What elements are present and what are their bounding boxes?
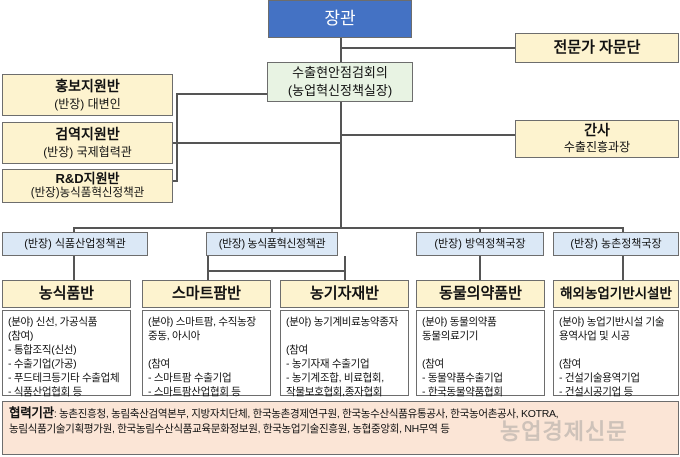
team-title-agri-materials: 농기자재반	[280, 280, 409, 308]
connector-left-spine	[176, 93, 178, 181]
connector-leader-2-split	[207, 270, 345, 272]
rnd-team-box: R&D지원반 (반장)농식품혁신정책관	[2, 169, 173, 203]
secretary-box: 간사 수출진흥과장	[515, 120, 679, 158]
leader-innovation-label: (반장) 농식품혁신정책관	[218, 238, 326, 250]
quarantine-team-leader: (반장) 국제협력관	[43, 145, 132, 159]
connector-leader-2a	[207, 256, 209, 280]
team-title-agrifood: 농식품반	[2, 280, 131, 308]
connector-drop-2	[271, 227, 273, 233]
leader-box-rural: (반장) 농촌정책국장	[553, 232, 679, 256]
team-detail-agrifood: (분야) 신선, 가공식품 (참여) - 통합조직(신선) - 수출기업(가공)…	[2, 310, 131, 398]
connector-leader-3	[479, 256, 481, 280]
rnd-team-title: R&D지원반	[55, 171, 120, 186]
advisory-label: 전문가 자문단	[553, 39, 641, 56]
connector-leader-2b	[344, 256, 346, 280]
connector-drop-4	[622, 227, 624, 233]
team-detail-animal-medicine: (분야) 동물의약품 동물의료기기 (참여 - 동물약품수출기업 - 한국동물약…	[416, 310, 545, 398]
council-box: 수출현안점검회의 (농업혁신정책실장)	[267, 62, 413, 102]
pr-team-title: 홍보지원반	[55, 78, 120, 94]
team-detail-agri-materials: (분야) 농기계비료농약종자 (참여 - 농기자재 수출기업 - 농기계조합, …	[280, 310, 409, 398]
cooperation-text-2: 농림식품기술기획평가원, 한국농림수산식품교육문화정보원, 한국농업기술진흥원,…	[9, 423, 450, 435]
secretary-dept: 수출진흥과장	[563, 140, 631, 154]
advisory-box: 전문가 자문단	[515, 33, 679, 63]
connector-left-1	[176, 93, 268, 95]
team-title-smartfarm: 스마트팜반	[142, 280, 271, 308]
connector-drop-1	[73, 227, 75, 233]
team-detail-smartfarm: (분야) 스마트팜, 수직농장 중동, 아시아 (참여 - 스마트팜 수출기업 …	[142, 310, 271, 398]
leader-box-quarantine: (반장) 방역정책국장	[416, 232, 544, 256]
quarantine-team-title: 검역지원반	[55, 126, 120, 142]
secretary-title: 간사	[584, 122, 610, 138]
council-title: 수출현안점검회의	[292, 65, 388, 80]
team-title-animal-medicine: 동물의약품반	[416, 280, 545, 308]
team-title-overseas-infra: 해외농업기반시설반	[553, 280, 679, 308]
minister-box: 장관	[268, 0, 412, 38]
connector-advisory	[340, 47, 516, 49]
connector-leader-4	[622, 256, 624, 280]
cooperation-line-1: 협력기관: 농촌진흥청, 농림축산검역본부, 지방자치단체, 한국농촌경제연구원…	[9, 406, 672, 422]
connector-left-2	[172, 142, 342, 144]
cooperation-text-1: : 농촌진흥청, 농림축산검역본부, 지방자치단체, 한국농촌경제연구원, 한국…	[53, 408, 559, 420]
connector-secretary	[340, 134, 516, 136]
team-detail-overseas-infra: (분야) 농업기반시설 기술 용역사업 및 시공 (참여 - 건설기술용역기업 …	[553, 310, 679, 398]
leader-rural-label: (반장) 농촌정책국장	[570, 238, 662, 250]
connector-drop-3	[479, 227, 481, 233]
cooperation-box: 협력기관: 농촌진흥청, 농림축산검역본부, 지방자치단체, 한국농촌경제연구원…	[2, 401, 679, 455]
watermark: 농업경제신문	[500, 419, 628, 444]
cooperation-label: 협력기관	[9, 406, 54, 420]
leader-box-innovation: (반장) 농식품혁신정책관	[206, 232, 338, 256]
connector-trunk	[340, 38, 342, 228]
leader-food-label: (반장) 식품산업정책관	[24, 238, 126, 250]
rnd-team-leader: (반장)농식품혁신정책관	[30, 187, 145, 199]
minister-label: 장관	[324, 9, 356, 28]
quarantine-team-box: 검역지원반 (반장) 국제협력관	[2, 122, 173, 164]
connector-branch	[73, 227, 623, 229]
council-chair: (농업혁신정책실장)	[287, 83, 393, 98]
connector-left-3	[172, 180, 178, 182]
connector-leader-1	[73, 256, 75, 280]
leader-box-food: (반장) 식품산업정책관	[2, 232, 148, 256]
leader-quarantine-label: (반장) 방역정책국장	[434, 238, 526, 250]
pr-team-leader: (반장) 대변인	[54, 97, 121, 111]
pr-team-box: 홍보지원반 (반장) 대변인	[2, 74, 173, 116]
